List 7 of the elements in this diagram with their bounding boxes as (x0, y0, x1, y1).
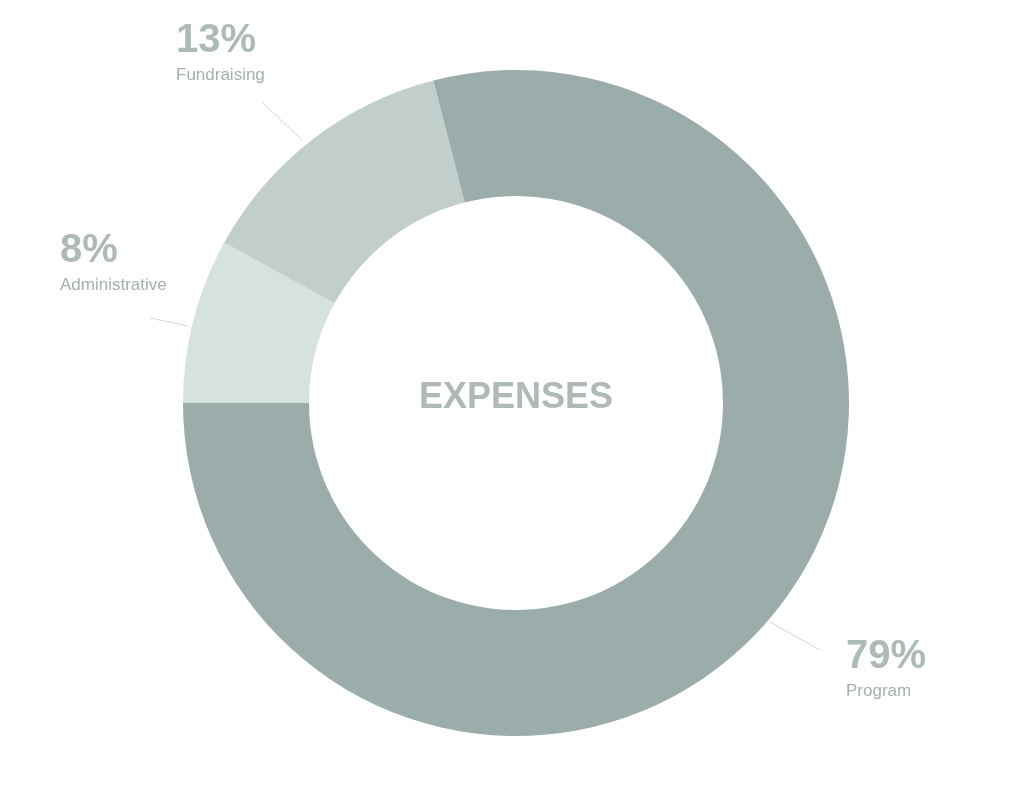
chart-title: EXPENSES (417, 378, 615, 414)
percent-label: 13% (176, 18, 258, 58)
percent-label: 8% (60, 228, 119, 268)
percent-label: 79% (846, 634, 927, 674)
category-label: Fundraising (176, 64, 265, 86)
category-label: Administrative (60, 274, 167, 296)
category-label: Program (846, 680, 913, 702)
